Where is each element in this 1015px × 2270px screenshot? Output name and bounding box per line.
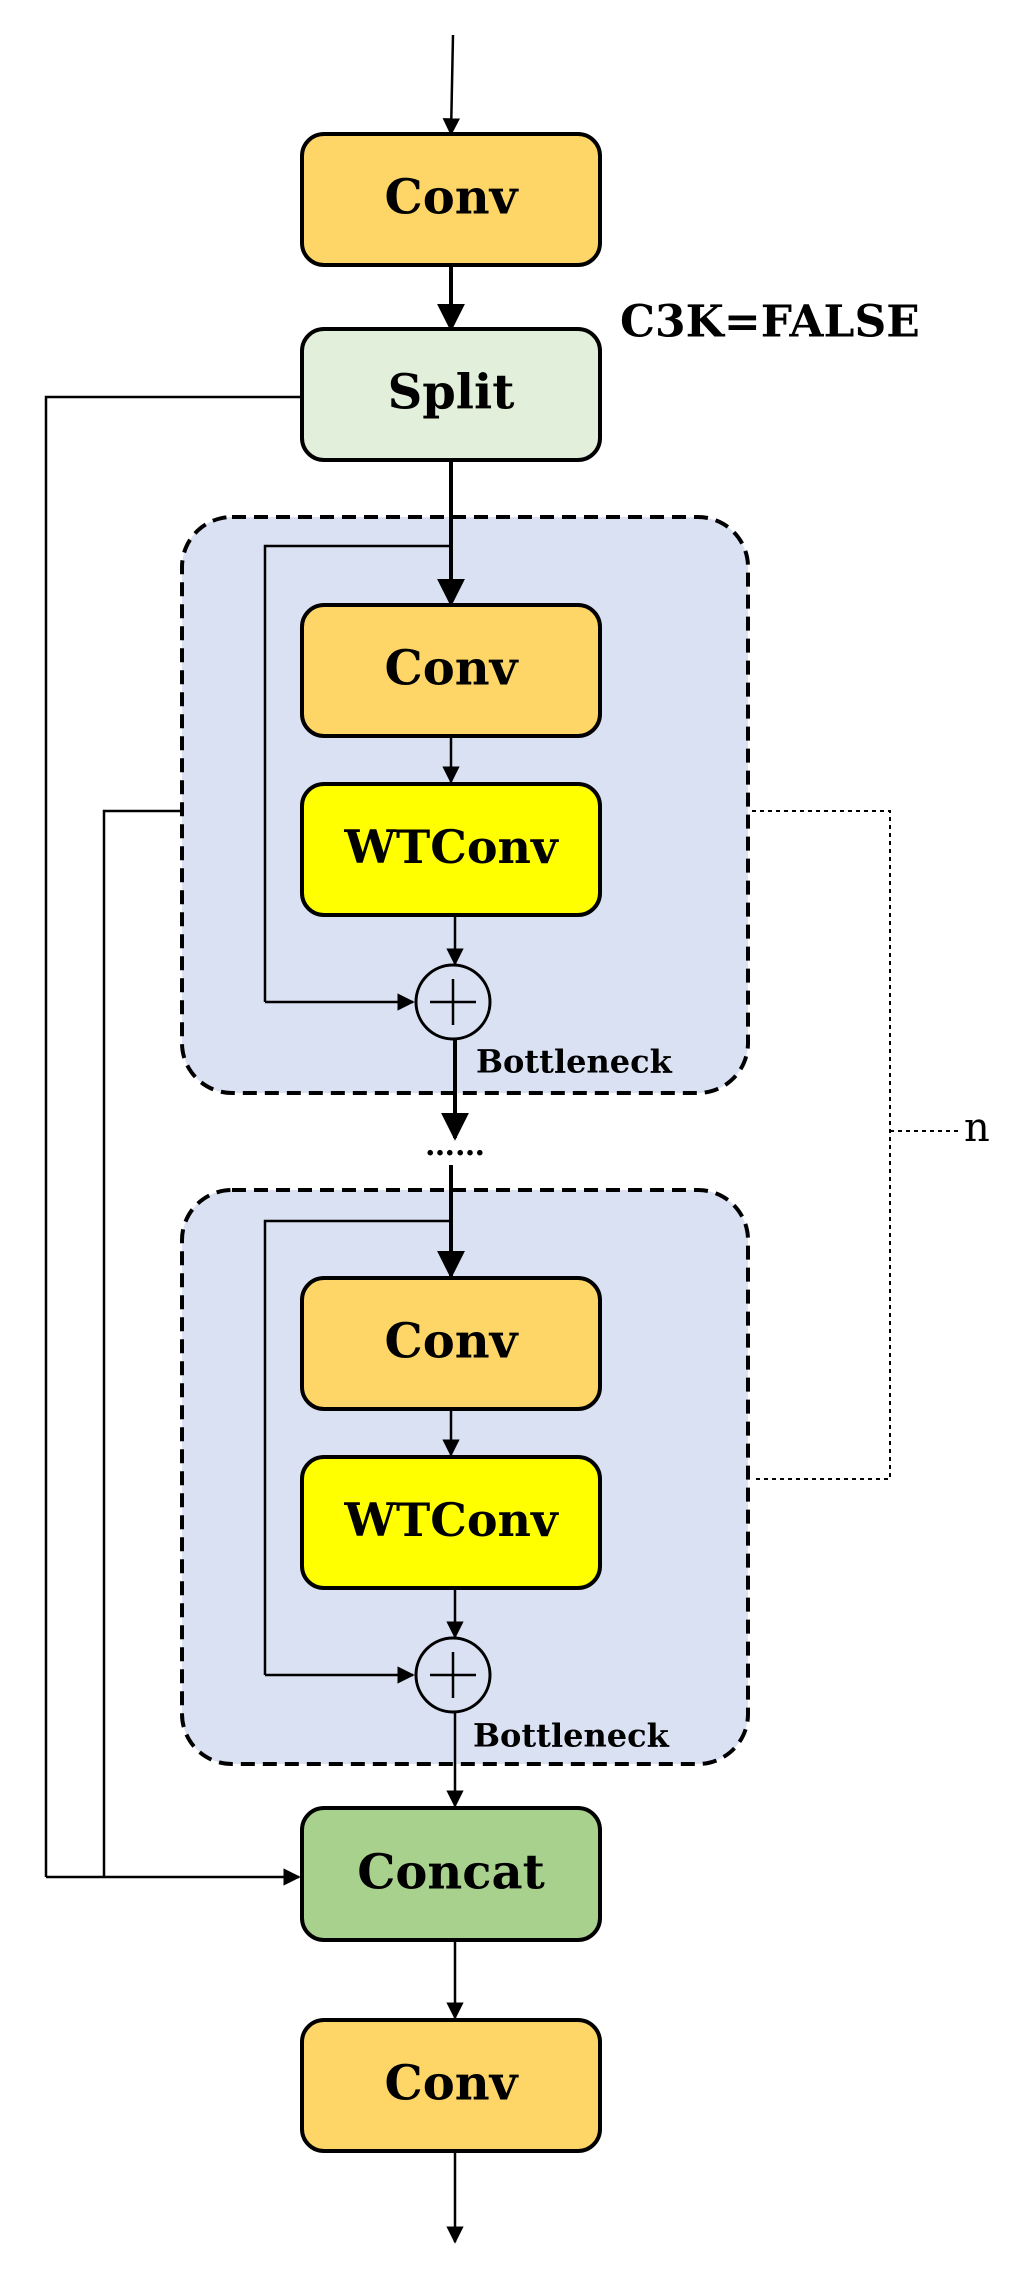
conv-bottom-box	[300, 2018, 602, 2153]
input-arrow	[442, 34, 461, 136]
split-box	[300, 327, 602, 462]
conv-top-box	[300, 132, 602, 267]
b1-wtconv-box	[300, 782, 602, 917]
b2-conv-label: Conv	[384, 1314, 519, 1370]
concat-label: Concat	[357, 1845, 545, 1901]
b1-conv-label: Conv	[384, 641, 519, 697]
split-bypass-path	[44, 395, 302, 1877]
ellipsis-label: ……	[425, 1128, 485, 1163]
bottleneck-label-1: Bottleneck	[476, 1043, 673, 1081]
b2-add-node	[414, 1636, 492, 1714]
b1-residual-path	[263, 544, 451, 1002]
b1-bypass-path	[102, 809, 182, 1877]
b1-conv-box	[300, 603, 602, 738]
conv-bottom-label: Conv	[384, 2056, 519, 2112]
conv-top-label: Conv	[384, 170, 519, 226]
repeat-label: n	[964, 1105, 990, 1151]
b2-wtconv-label: WTConv	[343, 1493, 559, 1547]
b2-wtconv-box	[300, 1455, 602, 1590]
bottleneck-label-2: Bottleneck	[473, 1717, 670, 1755]
b1-add-node	[414, 963, 492, 1041]
concat-box	[300, 1806, 602, 1942]
config-label: C3K=FALSE	[620, 297, 920, 348]
b2-residual-path	[263, 1219, 451, 1675]
split-label: Split	[388, 365, 515, 421]
b2-conv-box	[300, 1276, 602, 1411]
b1-wtconv-label: WTConv	[343, 820, 559, 874]
repeat-bracket	[752, 810, 891, 1480]
